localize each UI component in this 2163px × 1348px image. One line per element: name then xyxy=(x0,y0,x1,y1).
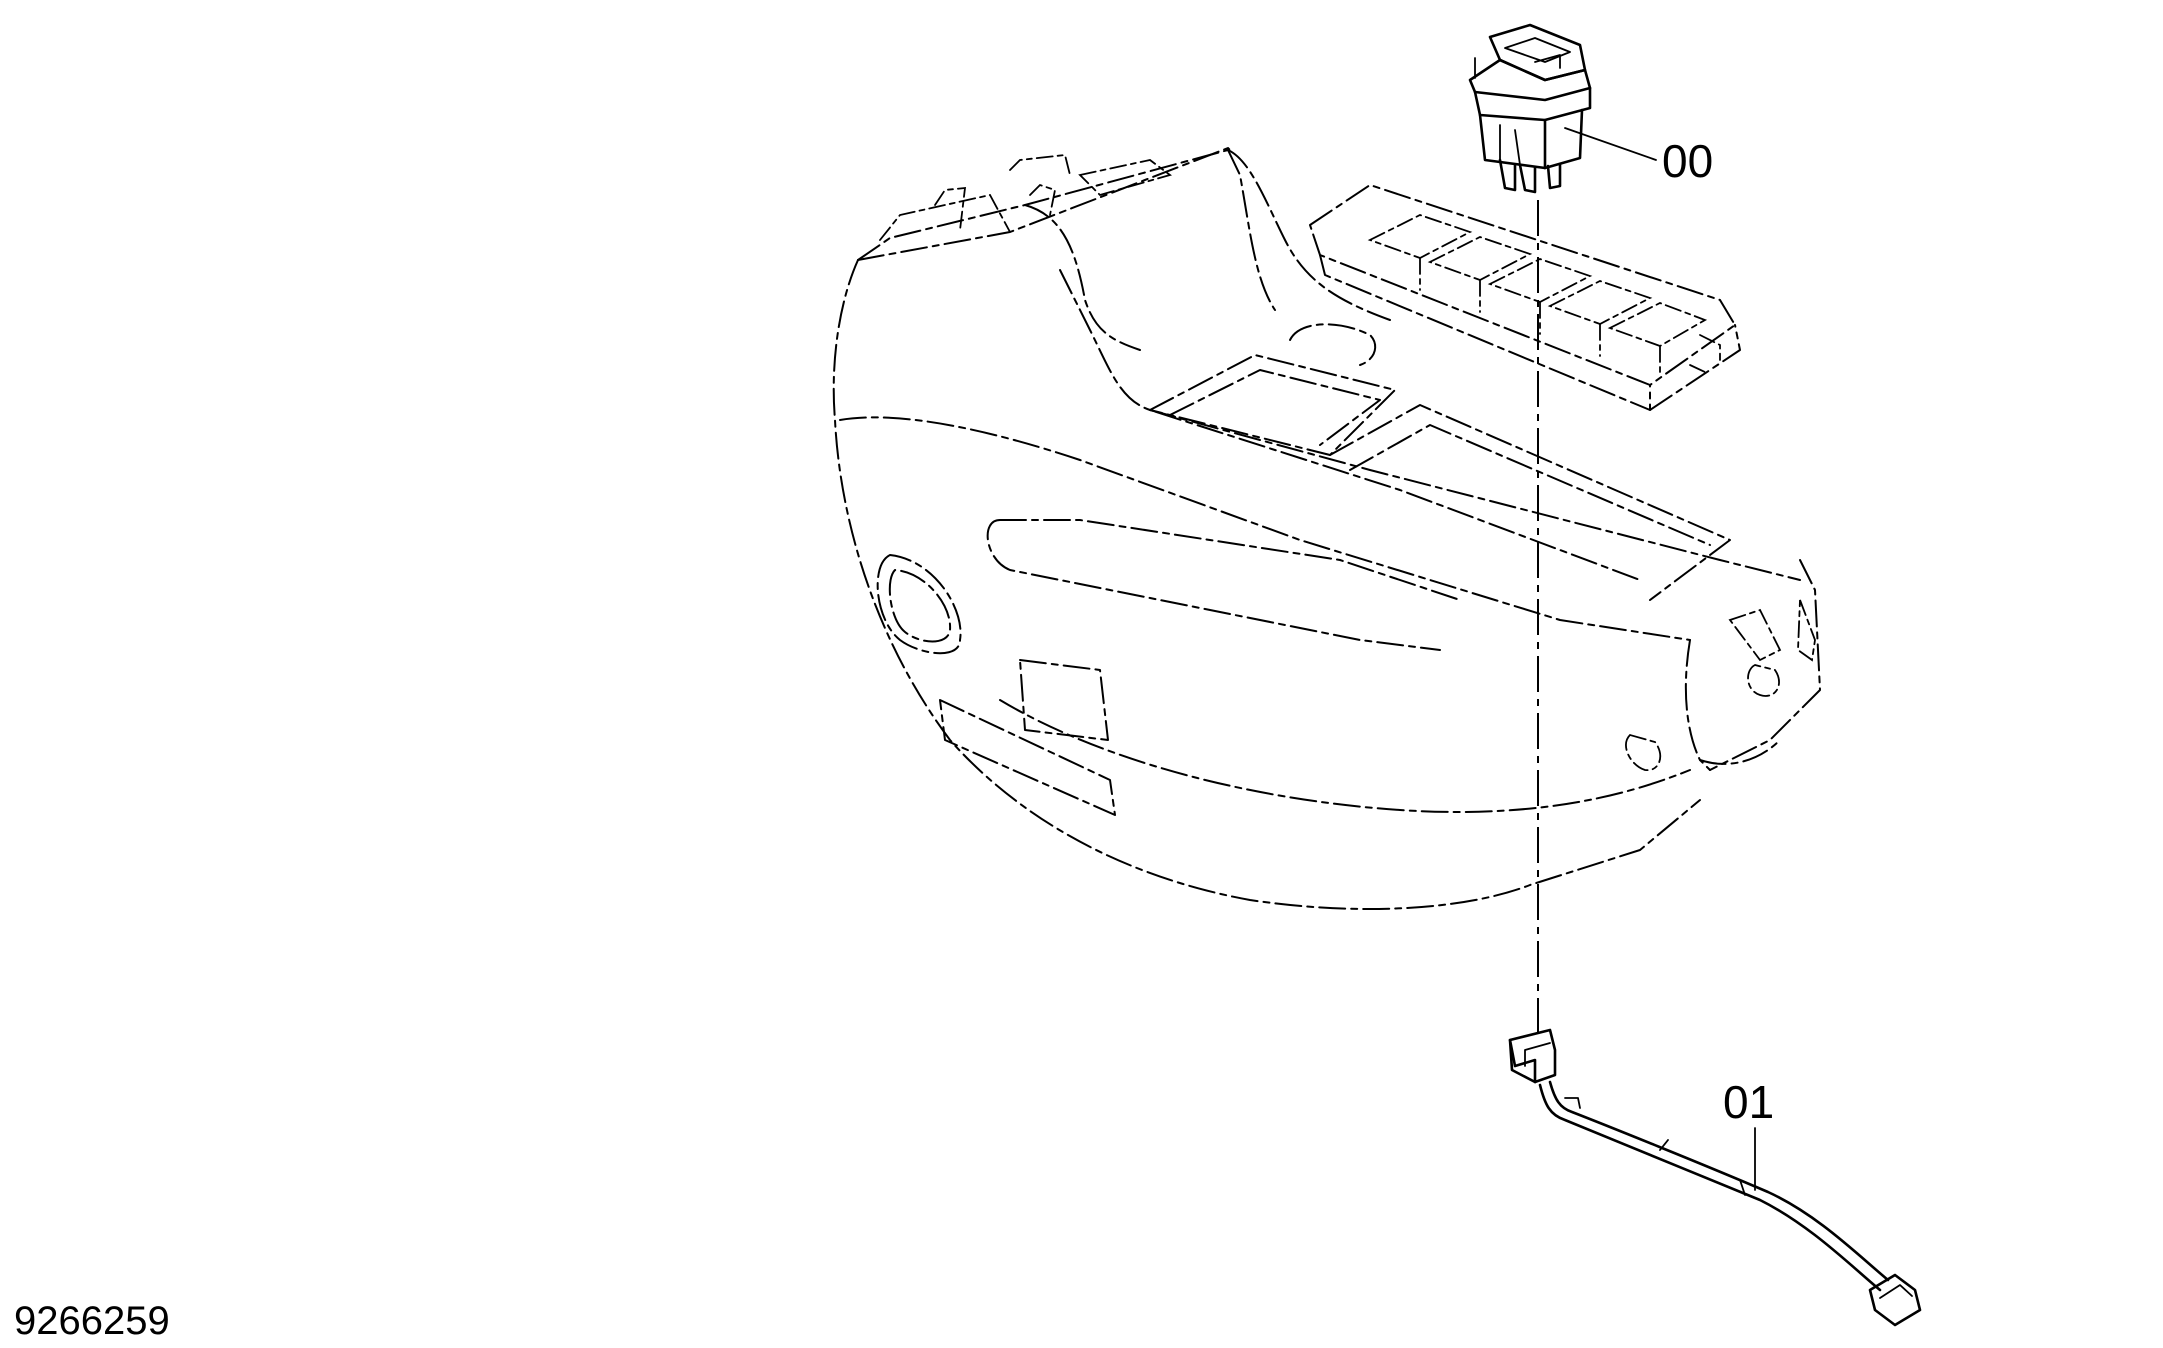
callout-label-01: 01 xyxy=(1723,1076,1774,1128)
console-housing xyxy=(832,147,1821,910)
switch-panel xyxy=(1309,184,1741,411)
callout-label-00: 00 xyxy=(1662,135,1713,187)
rocker-switch xyxy=(1468,23,1592,194)
wiring-harness xyxy=(1508,1028,1922,1327)
leader-line-00 xyxy=(1564,127,1657,161)
drawing-number: 9266259 xyxy=(14,1299,170,1343)
